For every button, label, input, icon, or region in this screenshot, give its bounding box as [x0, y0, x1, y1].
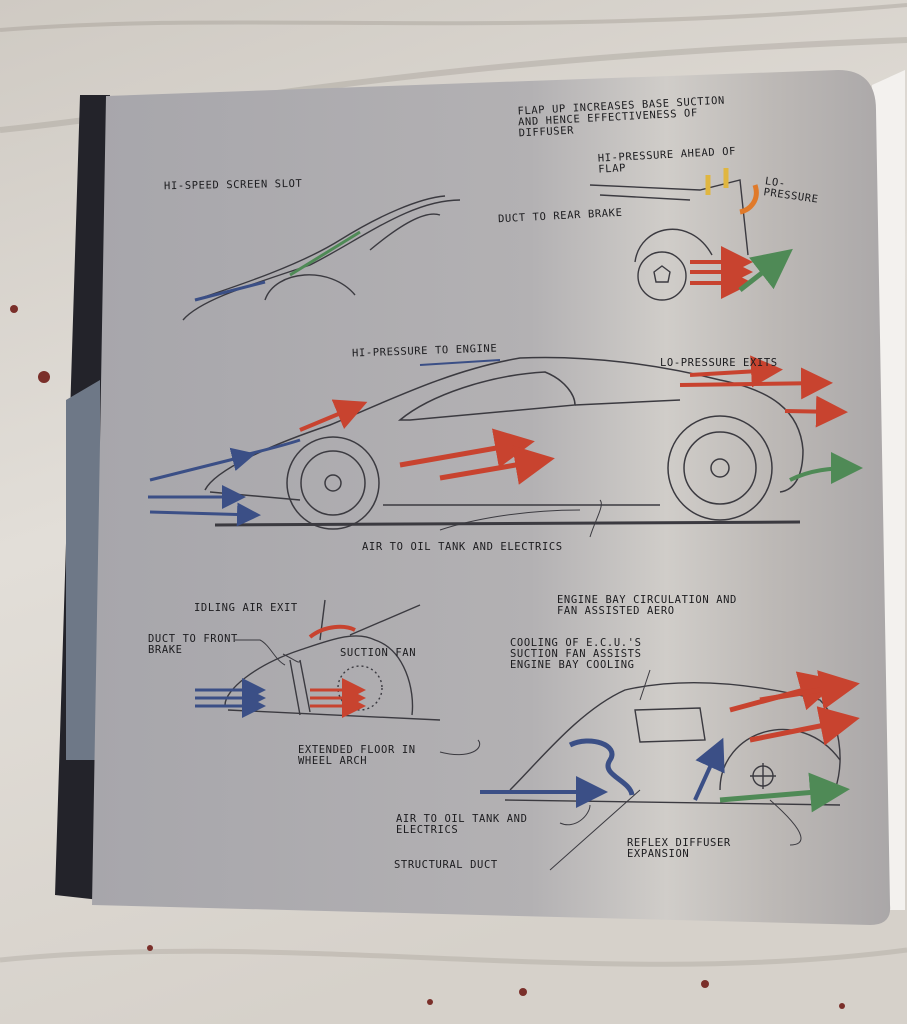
- label-extended-floor-line-1: EXTENDED FLOOR IN: [298, 744, 416, 756]
- label-reflex-diffuser-line-1: REFLEX DIFFUSER: [627, 837, 731, 849]
- label-air-oil-tank-2-line-1: AIR TO OIL TANK AND: [396, 813, 528, 825]
- car-side-sketch: [204, 356, 804, 530]
- label-duct-front-brake-line-1: DUCT TO FRONT: [148, 633, 238, 645]
- label-cooling-ecu: COOLING OF E.C.U.'S SUCTION FAN ASSISTS …: [510, 638, 642, 671]
- label-air-oil-tank-2: AIR TO OIL TANK AND ELECTRICS: [396, 814, 528, 836]
- label-engine-bay-line-2: FAN ASSISTED AERO: [557, 605, 675, 617]
- label-engine-bay: ENGINE BAY CIRCULATION AND FAN ASSISTED …: [557, 595, 737, 617]
- label-air-oil-tank-2-line-2: ELECTRICS: [396, 824, 459, 836]
- label-cooling-ecu-line-2: SUCTION FAN ASSISTS: [510, 648, 642, 660]
- label-cooling-ecu-line-1: COOLING OF E.C.U.'S: [510, 637, 642, 649]
- label-engine-bay-line-1: ENGINE BAY CIRCULATION AND: [557, 594, 737, 606]
- label-air-oil-tank-1: AIR TO OIL TANK AND ELECTRICS: [362, 541, 563, 553]
- label-duct-front-brake: DUCT TO FRONT BRAKE: [148, 634, 238, 656]
- label-reflex-diffuser-line-2: EXPANSION: [627, 848, 690, 860]
- label-extended-floor: EXTENDED FLOOR IN WHEEL ARCH: [298, 745, 416, 767]
- label-structural-duct: STRUCTURAL DUCT: [394, 859, 498, 871]
- windscreen-slot-sketch: [182, 195, 461, 321]
- engine-bay-sketch: [480, 670, 860, 813]
- label-reflex-diffuser: REFLEX DIFFUSER EXPANSION: [627, 838, 731, 860]
- label-cooling-ecu-line-3: ENGINE BAY COOLING: [510, 659, 635, 671]
- rear-flap-sketch: [589, 168, 793, 301]
- label-duct-front-brake-line-2: BRAKE: [148, 644, 183, 656]
- leader-lines: [235, 499, 802, 871]
- label-extended-floor-line-2: WHEEL ARCH: [298, 755, 368, 767]
- label-suction-fan: SUCTION FAN: [340, 647, 417, 659]
- label-lo-pressure-exits: LO-PRESSURE EXITS: [660, 357, 778, 369]
- label-idling-air-exit: IDLING AIR EXIT: [194, 602, 298, 614]
- front-wheel-arch-sketch: [195, 599, 441, 721]
- car-airflow-arrows: [148, 355, 863, 527]
